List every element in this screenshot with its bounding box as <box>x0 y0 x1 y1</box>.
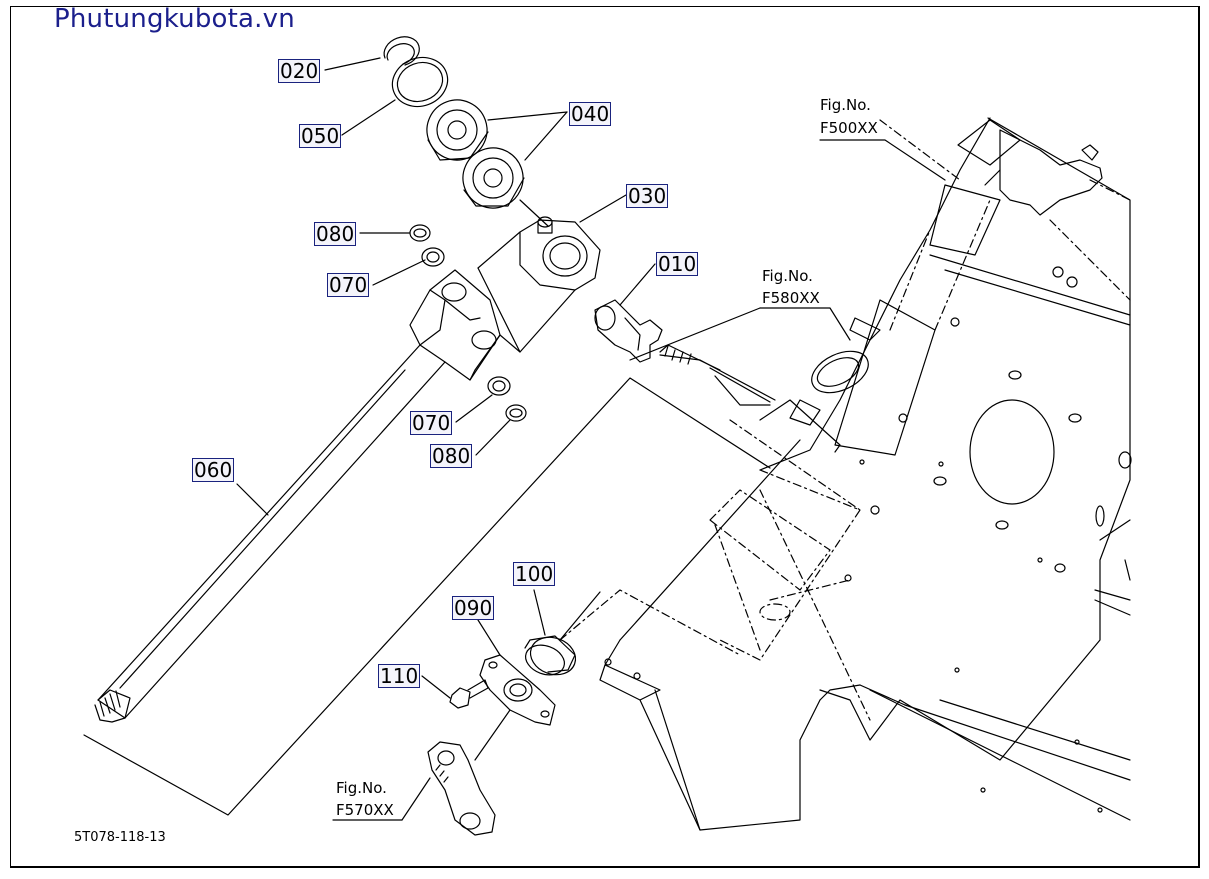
fig-ref-f580-code[interactable]: F580XX <box>762 289 820 307</box>
leader-lines <box>83 57 946 821</box>
fig-ref-f500-prefix: Fig.No. <box>820 96 871 114</box>
washer-080-bottom <box>505 404 527 422</box>
bushing-070-top <box>421 247 445 267</box>
bearing-040-a <box>426 99 489 161</box>
part-label-100[interactable]: 100 <box>513 562 556 586</box>
part-label-050[interactable]: 050 <box>299 124 342 148</box>
hidden-lines <box>559 119 1131 721</box>
part-label-080-top[interactable]: 080 <box>314 222 357 246</box>
part-label-010[interactable]: 010 <box>656 252 699 276</box>
part-label-110[interactable]: 110 <box>378 664 421 688</box>
part-label-070-top[interactable]: 070 <box>327 273 370 297</box>
fig-ref-f570-prefix: Fig.No. <box>336 779 387 797</box>
part-label-030[interactable]: 030 <box>626 184 669 208</box>
fig-ref-f500-code[interactable]: F500XX <box>820 119 878 137</box>
universal-joint-010 <box>594 299 776 406</box>
bearing-100 <box>524 635 577 676</box>
part-label-040[interactable]: 040 <box>569 102 612 126</box>
lever-arm <box>427 741 496 836</box>
flange-090 <box>479 654 556 726</box>
bolt-110 <box>449 679 489 709</box>
diagram-frame <box>10 6 1200 868</box>
collar-030 <box>519 216 601 291</box>
bushing-070-bottom <box>487 376 511 396</box>
part-label-070-bottom[interactable]: 070 <box>410 411 453 435</box>
circlip-050 <box>391 56 449 108</box>
fig-ref-f570-code[interactable]: F570XX <box>336 801 394 819</box>
watermark-text: Phutungkubota.vn <box>54 4 295 34</box>
fig-ref-f580-prefix: Fig.No. <box>762 267 813 285</box>
diagram-code: 5T078-118-13 <box>74 830 166 845</box>
part-label-080-bottom[interactable]: 080 <box>430 444 473 468</box>
part-label-060[interactable]: 060 <box>192 458 235 482</box>
yoke-bracket <box>409 269 501 381</box>
snap-ring-020 <box>383 36 420 66</box>
part-label-090[interactable]: 090 <box>452 596 495 620</box>
chassis-frame <box>599 117 1132 831</box>
bearing-040-b <box>462 147 525 209</box>
washer-080-top <box>409 224 431 242</box>
part-label-020[interactable]: 020 <box>278 59 321 83</box>
